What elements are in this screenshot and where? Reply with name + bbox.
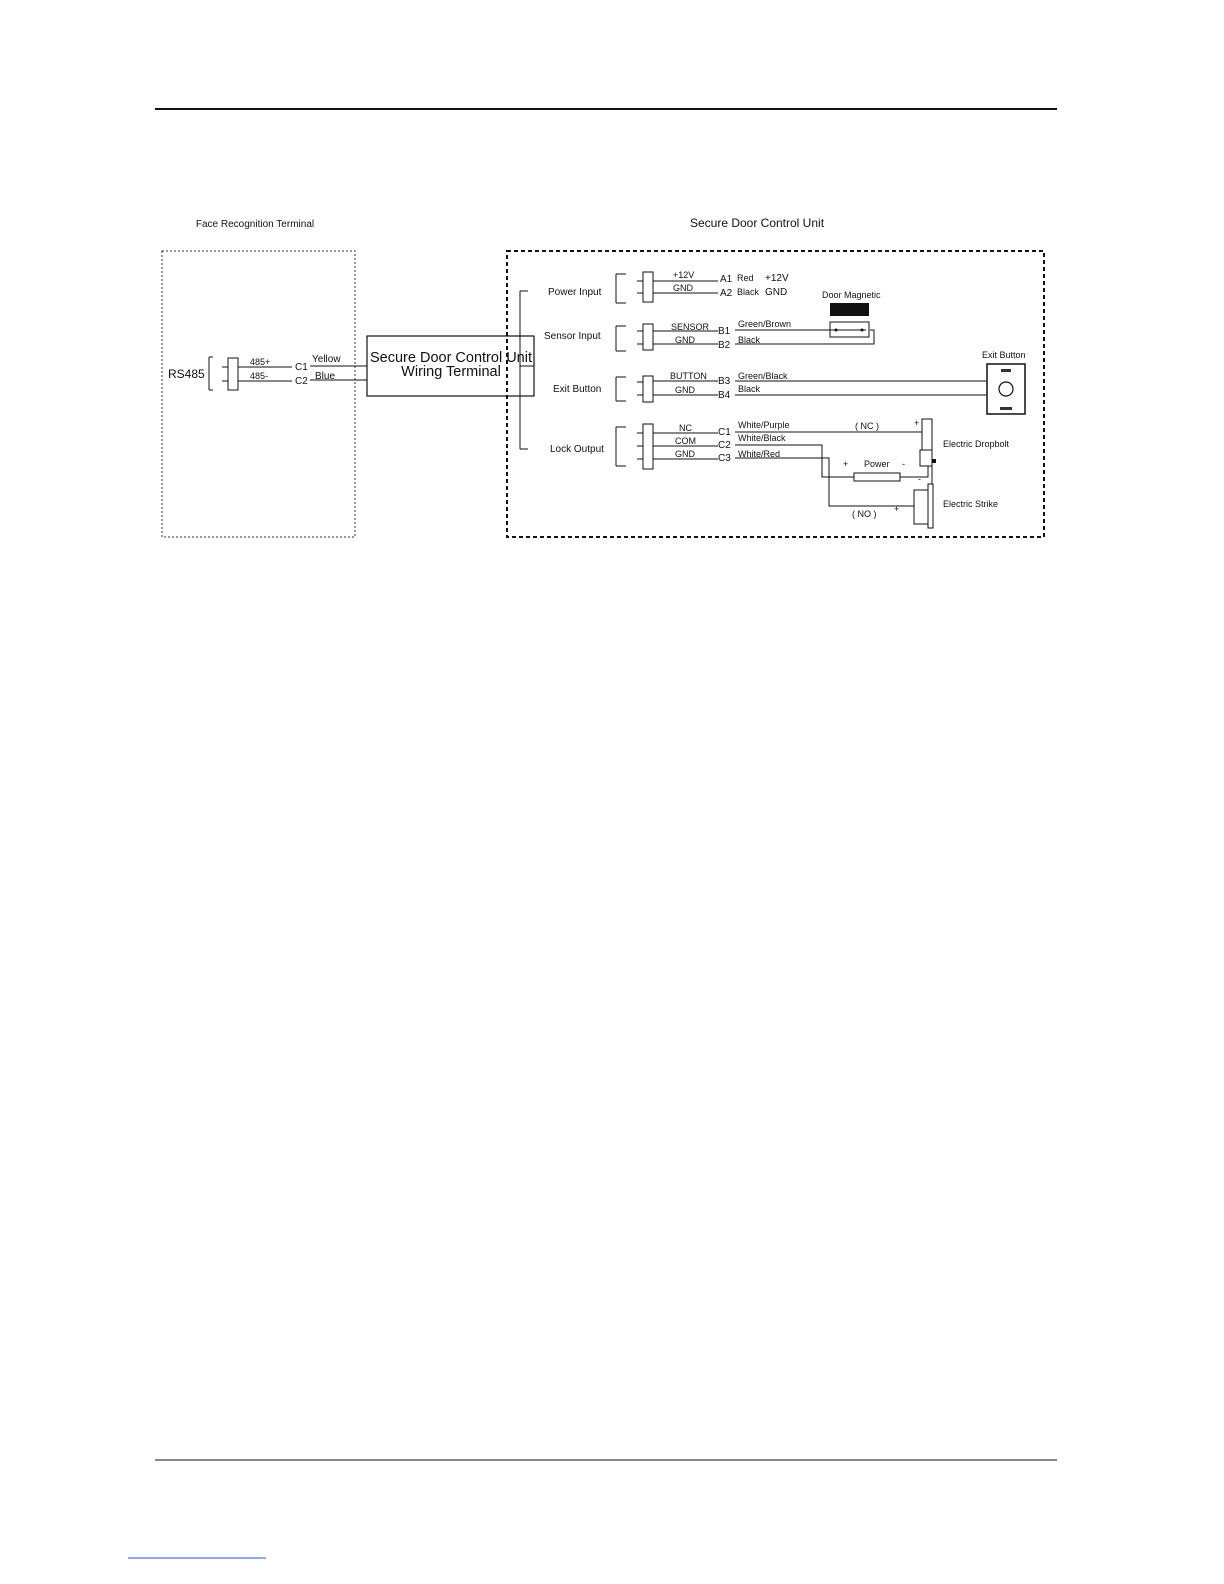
electric-dropbolt [921, 418, 933, 454]
lock-output-label: Lock Output [550, 444, 604, 455]
strike-label: Electric Strike [943, 499, 998, 509]
door-magnetic-label: Door Magnetic [822, 290, 881, 300]
rs485-pin2-label: 485- [250, 371, 268, 381]
electric-strike [913, 489, 929, 525]
exit-wire2: Black [738, 384, 761, 394]
rs485-connector [227, 357, 239, 391]
power-term2: A2 [720, 288, 733, 299]
power-sig1: +12V [765, 273, 789, 284]
control-unit-title: Secure Door Control Unit [690, 216, 825, 230]
exit-button-device-label: Exit Button [982, 350, 1026, 360]
face-terminal-box [161, 250, 356, 538]
sensor-wire2-line [735, 329, 875, 345]
wiring-terminal-line2: Wiring Terminal [401, 364, 501, 380]
power-input-label: Power Input [548, 287, 602, 298]
lock-term1: C1 [718, 427, 731, 438]
power-pin1: +12V [673, 270, 694, 280]
lock-pin1: NC [679, 423, 692, 433]
power-wire2: Black [737, 287, 760, 297]
lock-wire1: White/Purple [738, 420, 790, 430]
com-wire [735, 444, 854, 478]
lock-output-connector [642, 423, 654, 470]
exit-button-push-icon [998, 381, 1014, 397]
power-pin2: GND [673, 283, 694, 293]
sensor-term2: B2 [718, 340, 731, 351]
exit-wire1: Green/Black [738, 371, 788, 381]
rs485-pin1-label: 485+ [250, 357, 270, 367]
rs485-label: RS485 [168, 367, 205, 381]
sensor-wire1: Green/Brown [738, 319, 791, 329]
gnd-wire [735, 457, 914, 507]
exit-pin2: GND [675, 385, 696, 395]
power-input-connector [642, 271, 654, 303]
control-unit-box [506, 250, 1045, 538]
lock-term3: C3 [718, 453, 731, 464]
blue-wire-label: Blue [315, 371, 335, 382]
dropbolt-plus: + [914, 418, 919, 428]
door-magnetic-sensor [829, 321, 870, 338]
power-supply-label: Power [864, 459, 890, 469]
power-supply [853, 472, 901, 482]
lock-wire2: White/Black [738, 433, 786, 443]
lock-wire3: White/Red [738, 449, 780, 459]
sensor-pin2: GND [675, 335, 696, 345]
power-sig2: GND [765, 287, 787, 298]
face-terminal-title: Face Recognition Terminal [196, 219, 314, 230]
power-supply-plus: + [843, 459, 848, 469]
dropbolt-label: Electric Dropbolt [943, 439, 1010, 449]
door-magnetic-magnet [830, 303, 869, 316]
exit-pin1: BUTTON [670, 371, 707, 381]
sensor-input-label: Sensor Input [544, 331, 601, 342]
wiring-terminal-line1: Secure Door Control Unit [370, 350, 532, 366]
exit-button-connector [642, 375, 654, 403]
dropbolt-minus: - [918, 474, 921, 484]
power-wire1: Red [737, 273, 754, 283]
exit-button-label: Exit Button [553, 384, 601, 395]
sensor-input-connector [642, 323, 654, 351]
power-term1: A1 [720, 274, 733, 285]
sensor-pin1: SENSOR [671, 322, 710, 332]
sensor-term1: B1 [718, 326, 731, 337]
exit-term2: B4 [718, 390, 731, 401]
power-supply-minus: - [902, 459, 905, 469]
no-label: ( NO ) [852, 509, 877, 519]
rs485-term2: C2 [295, 376, 308, 387]
lock-term2: C2 [718, 440, 731, 451]
rs485-term1: C1 [295, 362, 308, 373]
yellow-wire-label: Yellow [312, 354, 341, 365]
lock-pin2: COM [675, 436, 696, 446]
exit-button-device [986, 363, 1026, 415]
lock-pin3: GND [675, 449, 696, 459]
sensor-wire2: Black [738, 335, 761, 345]
strike-plus: + [894, 504, 899, 514]
exit-term1: B3 [718, 376, 731, 387]
nc-label: ( NC ) [855, 421, 879, 431]
